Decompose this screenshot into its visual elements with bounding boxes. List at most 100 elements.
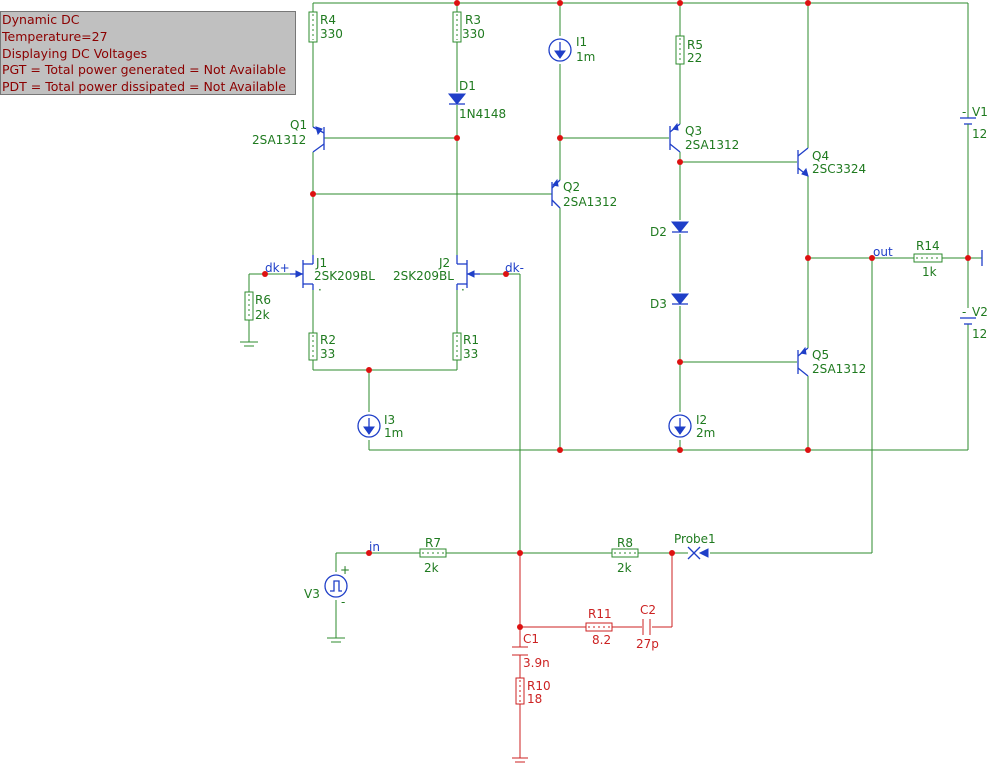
diode-d1[interactable]: [447, 93, 467, 105]
label-r8-name: R8: [617, 536, 633, 550]
svg-text:-: -: [962, 305, 966, 319]
battery-v2[interactable]: [960, 317, 976, 325]
transistor-q4[interactable]: [797, 147, 809, 177]
label-r11-name: R11: [588, 607, 612, 621]
resistor-r7[interactable]: [419, 548, 447, 558]
label-r4-name: R4: [320, 13, 336, 27]
display-mode: Displaying DC Voltages: [2, 45, 148, 61]
label-j2-value: 2SK209BL: [393, 269, 454, 283]
label-v1-name: V1: [972, 105, 988, 119]
label-i3-name: I3: [384, 413, 395, 427]
resistor-r14[interactable]: [913, 253, 943, 263]
label-r10-name: R10: [527, 679, 551, 693]
label-r10-value: 18: [527, 692, 542, 706]
power-generated: PGT = Total power generated = Not Availa…: [2, 62, 287, 78]
label-v3-name: V3: [304, 587, 320, 601]
label-q3-name: Q3: [685, 124, 702, 138]
label-v2-name: V2: [972, 305, 988, 319]
label-j1-value: 2SK209BL: [314, 269, 375, 283]
label-c1-name: C1: [523, 632, 539, 646]
label-i2-name: I2: [696, 413, 707, 427]
label-j1-name: J1: [315, 256, 327, 270]
wires: [248, 2, 982, 638]
net-label-out: out: [873, 245, 893, 259]
label-r5-value: 22: [687, 51, 702, 65]
power-dissipated: PDT = Total power dissipated = Not Avail…: [2, 79, 286, 95]
resistor-r1[interactable]: [452, 332, 462, 361]
label-r4-value: 330: [320, 27, 343, 41]
label-q3-value: 2SA1312: [685, 138, 739, 152]
current-source-i2[interactable]: [668, 414, 692, 438]
label-q5-value: 2SA1312: [812, 362, 866, 376]
label-q2-name: Q2: [563, 180, 580, 194]
current-source-i1[interactable]: [548, 38, 572, 62]
label-q5-name: Q5: [812, 348, 829, 362]
ground-icon: [512, 757, 528, 763]
resistor-r2[interactable]: [308, 332, 318, 361]
svg-text:-: -: [962, 105, 966, 119]
svg-text:-: -: [341, 595, 345, 609]
label-d1-name: D1: [459, 79, 476, 93]
ground-icon: [327, 637, 345, 643]
label-d2-name: D2: [650, 225, 667, 239]
label-probe-name: Probe1: [674, 532, 716, 546]
current-source-i3[interactable]: [357, 414, 381, 438]
label-v1-value: 12: [972, 127, 987, 141]
label-r14-name: R14: [916, 239, 940, 253]
transistor-q3[interactable]: [669, 122, 681, 153]
label-r2-value: 33: [320, 347, 335, 361]
jfet-j2[interactable]: [456, 255, 480, 290]
signal-source-v3[interactable]: [324, 574, 348, 598]
label-r6-name: R6: [255, 293, 271, 307]
label-q1-value: 2SA1312: [252, 133, 306, 147]
probe-icon[interactable]: [687, 546, 709, 560]
resistor-r3[interactable]: [452, 11, 462, 43]
label-d1-value: 1N4148: [459, 107, 506, 121]
resistor-r6[interactable]: [244, 291, 254, 321]
label-r1-name: R1: [463, 333, 479, 347]
ground-icon: [240, 341, 258, 347]
label-i1-name: I1: [576, 35, 587, 49]
resistor-r5[interactable]: [675, 35, 685, 65]
resistor-r10[interactable]: [515, 677, 525, 705]
capacitor-c2[interactable]: [642, 619, 651, 635]
label-c2-value: 27p: [636, 637, 659, 651]
battery-v1[interactable]: [960, 117, 976, 130]
label-r7-value: 2k: [424, 561, 439, 575]
label-q4-name: Q4: [812, 149, 829, 163]
label-r3-value: 330: [462, 27, 485, 41]
node-dots: [262, 0, 971, 630]
label-c1-value: 3.9n: [523, 656, 550, 670]
transistor-q1[interactable]: [312, 126, 325, 153]
svg-text:+: +: [340, 563, 350, 577]
label-r5-name: R5: [687, 38, 703, 52]
label-r1-value: 33: [463, 347, 478, 361]
diode-d3[interactable]: [670, 293, 690, 305]
label-j2-name: J2: [438, 256, 450, 270]
label-q4-value: 2SC3324: [812, 162, 866, 176]
label-c2-name: C2: [640, 603, 656, 617]
label-r14-value: 1k: [922, 265, 937, 279]
capacitor-c1[interactable]: [512, 646, 528, 656]
net-labels: dk+ dk- out in: [265, 245, 893, 554]
label-i1-value: 1m: [576, 50, 595, 64]
label-r2-name: R2: [320, 333, 336, 347]
resistor-r11[interactable]: [585, 622, 613, 632]
analysis-mode: Dynamic DC: [2, 12, 80, 27]
resistor-r8[interactable]: [611, 548, 639, 558]
svg-text:·: ·: [461, 283, 465, 297]
diode-d2[interactable]: [670, 221, 690, 233]
transistor-q5[interactable]: [797, 346, 809, 377]
svg-text:·: ·: [318, 283, 322, 297]
net-label-dk-minus: dk-: [505, 261, 524, 275]
net-label-dk-plus: dk+: [265, 261, 290, 275]
label-r6-value: 2k: [255, 308, 270, 322]
temperature-readout: Temperature=27: [2, 28, 108, 44]
jfet-j1[interactable]: [290, 255, 314, 290]
label-q2-value: 2SA1312: [563, 195, 617, 209]
label-r8-value: 2k: [617, 561, 632, 575]
transistor-q2[interactable]: [551, 178, 561, 209]
component-labels: R4 330 R3 330 D1 1N4148 I1 1m R5 22 V1 1…: [252, 13, 988, 706]
analysis-info-panel: Dynamic DC Temperature=27 Displaying DC …: [0, 11, 296, 95]
resistor-r4[interactable]: [308, 11, 318, 43]
